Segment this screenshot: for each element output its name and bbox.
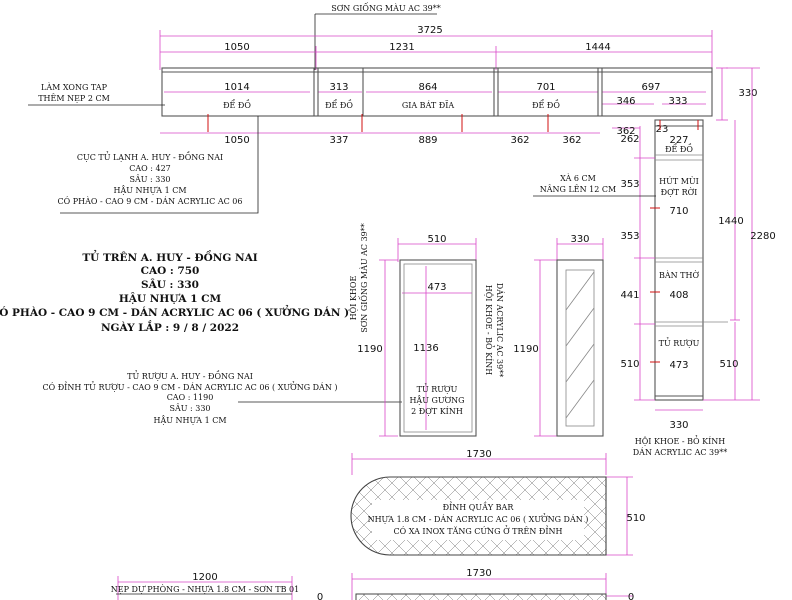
wine-label-line-3: 2 ĐỢT KÍNH (411, 407, 463, 416)
compartment-label-1: ĐỂ ĐỒ (223, 100, 251, 110)
main-title-line-1: TỦ TRÊN A. HUY - ĐỒNG NAI (82, 249, 257, 264)
bottom-dim-6: 362 (616, 126, 635, 137)
glass-height-dim: 1190 (513, 344, 538, 355)
glass-width-dim: 330 (570, 234, 589, 245)
wine-note: TỦ RƯỢU A. HUY - ĐỒNG NAI CÓ ĐỈNH TỦ RƯỢ… (42, 371, 402, 425)
tall-bottom-note-line-2: DÁN ACRYLIC AC 39** (633, 448, 727, 457)
wine-label-line-1: TỦ RƯỢU (417, 384, 458, 394)
corner-dim-333: 333 (668, 96, 687, 107)
corner-dim-346: 346 (616, 96, 635, 107)
corner-dim-262: 262 (620, 134, 639, 145)
tall-left-dim-2: 353 (620, 231, 639, 242)
inner-dim-1: 1014 (224, 82, 249, 93)
main-title-line-3: SÂU : 330 (141, 277, 199, 291)
bottom-dim-2: 337 (329, 135, 348, 146)
right-height-dim: 330 (738, 88, 757, 99)
inner-dim-5: 697 (641, 82, 660, 93)
tall-left-dim-3: 441 (620, 290, 639, 301)
fridge-note: CỤC TỦ LẠNH A. HUY - ĐỒNG NAI CAO : 427 … (58, 116, 259, 214)
fridge-note-line-5: CÓ PHÀO - CAO 9 CM - DÁN ACRYLIC AC 06 (58, 197, 243, 206)
wine-note-line-2: CÓ ĐỈNH TỦ RƯỢU - CAO 9 CM - DÁN ACRYLIC… (42, 382, 337, 392)
bar-label-line-2: NHỰA 1.8 CM - DÁN ACRYLIC AC 06 ( XƯỞNG … (368, 514, 589, 524)
bar-bottom-right-dim: 0 (628, 592, 634, 600)
bar-width-dim: 1730 (466, 449, 491, 460)
inner-dim-4: 701 (536, 82, 555, 93)
fridge-note-line-1: CỤC TỦ LẠNH A. HUY - ĐỒNG NAI (77, 152, 223, 162)
tall-section-dim-408: 408 (669, 290, 688, 301)
tall-section-dot-roi: ĐỢT RỜI (661, 188, 698, 197)
wine-left-note-line-2: SƠN GIỐNG MÀU AC 39** (359, 223, 369, 333)
inner-dim-3: 864 (418, 82, 437, 93)
wine-inner-height-dim: 1136 (413, 343, 438, 354)
tall-section-dim-473: 473 (669, 360, 688, 371)
main-title-block: TỦ TRÊN A. HUY - ĐỒNG NAI CAO : 750 SÂU … (0, 249, 349, 334)
tall-height-510: 510 (719, 359, 738, 370)
tall-height-2280: 2280 (750, 231, 775, 242)
tall-left-dim-4: 510 (620, 359, 639, 370)
compartment-label-2: ĐỂ ĐỒ (325, 100, 353, 110)
upper-cabinet-body (161, 67, 713, 132)
wine-left-note-line-1: HỘI KHOE (349, 276, 358, 321)
batten-label: NẸP DỰ PHÒNG - NHỰA 1.8 CM - SƠN TB 01 (111, 585, 300, 594)
bar-label-line-3: CÓ XA INOX TĂNG CỨNG Ở TRÊN ĐỈNH (393, 526, 562, 536)
tall-section-tu-ruou: TỦ RƯỢU (659, 338, 700, 348)
xa-note-line-1: XÀ 6 CM (560, 174, 596, 183)
tall-section-ban-tho: BÀN THỜ (659, 271, 700, 280)
wine-inner-width-dim: 473 (427, 282, 446, 293)
main-title-line-4: HẬU NHỰA 1 CM (119, 291, 222, 305)
tall-height-1440: 1440 (718, 216, 743, 227)
bar-bottom (351, 573, 633, 600)
batten (116, 576, 293, 600)
wine-cabinet (379, 238, 477, 437)
left-note-line-1: LÀM XONG TAP (41, 83, 108, 92)
wine-note-line-4: SÂU : 330 (169, 404, 210, 413)
compartment-label-4: ĐỂ ĐỒ (532, 100, 560, 110)
main-title-line-2: CAO : 750 (141, 265, 200, 277)
top-dim-1: 1050 (224, 42, 249, 53)
wine-height-dim: 1190 (357, 344, 382, 355)
top-dim-3: 1444 (585, 42, 610, 53)
bottom-dim-5: 362 (562, 135, 581, 146)
bar-label-line-1: ĐỈNH QUẦY BAR (443, 502, 515, 512)
batten-width-dim: 1200 (192, 572, 217, 583)
corner-dim-23: 23 (656, 124, 669, 135)
bottom-dim-3: 889 (418, 135, 437, 146)
wine-label-line-2: HẬU GƯƠNG (409, 396, 464, 405)
bottom-dim-1: 1050 (224, 135, 249, 146)
main-title-line-5: CÓ PHÀO - CAO 9 CM - DÁN ACRYLIC AC 06 (… (0, 304, 349, 319)
batten-left-dim: 0 (317, 592, 323, 600)
fridge-note-line-3: SÂU : 330 (129, 175, 170, 184)
compartment-label-3: GIA BÁT ĐĨA (402, 101, 455, 110)
upper-cabinet-dimensions: 3725 1050 1231 1444 (159, 25, 760, 134)
fridge-note-line-2: CAO : 427 (129, 164, 171, 173)
fridge-note-line-4: HẬU NHỰA 1 CM (113, 186, 186, 195)
xa-note-line-2: NÂNG LÊN 12 CM (540, 185, 616, 194)
glass-door (534, 238, 604, 437)
tall-section-dim-710: 710 (669, 206, 688, 217)
inner-dim-2: 313 (329, 82, 348, 93)
left-note-line-2: THÊM NẸP 2 CM (38, 94, 110, 103)
bottom-dim-4: 362 (510, 135, 529, 146)
bar-depth-dim: 510 (626, 513, 645, 524)
main-title-line-6: NGÀY LẮP : 9 / 8 / 2022 (101, 319, 239, 334)
top-dim-2: 1231 (389, 42, 414, 53)
wine-right-note-line-2: DÁN ACRYLIC AC 39** (495, 283, 504, 377)
corner-dim-227: 227 (669, 135, 688, 146)
bar-bottom-width-dim: 1730 (466, 568, 491, 579)
tall-bottom-note-line-1: HỘI KHOE - BỎ KÍNH (635, 436, 725, 446)
tall-left-dim-1: 353 (620, 179, 639, 190)
wine-width-dim: 510 (427, 234, 446, 245)
tall-cabinet (634, 68, 760, 411)
wine-right-note-line-1: HỘI KHOE - BỎ KÍNH (484, 285, 494, 375)
wine-note-line-1: TỦ RƯỢU A. HUY - ĐỒNG NAI (127, 371, 253, 381)
wine-note-line-3: CAO : 1190 (167, 393, 214, 402)
tall-section-de-do: ĐỂ ĐỒ (665, 144, 693, 154)
tall-section-hut-mui: HÚT MÙI (659, 177, 699, 186)
tall-width-dim: 330 (669, 420, 688, 431)
top-paint-note: SƠN GIỐNG MÀU AC 39** (331, 3, 441, 13)
wine-note-line-5: HẬU NHỰA 1 CM (153, 416, 226, 425)
total-width-dim: 3725 (417, 25, 442, 36)
bar-top (350, 453, 633, 556)
